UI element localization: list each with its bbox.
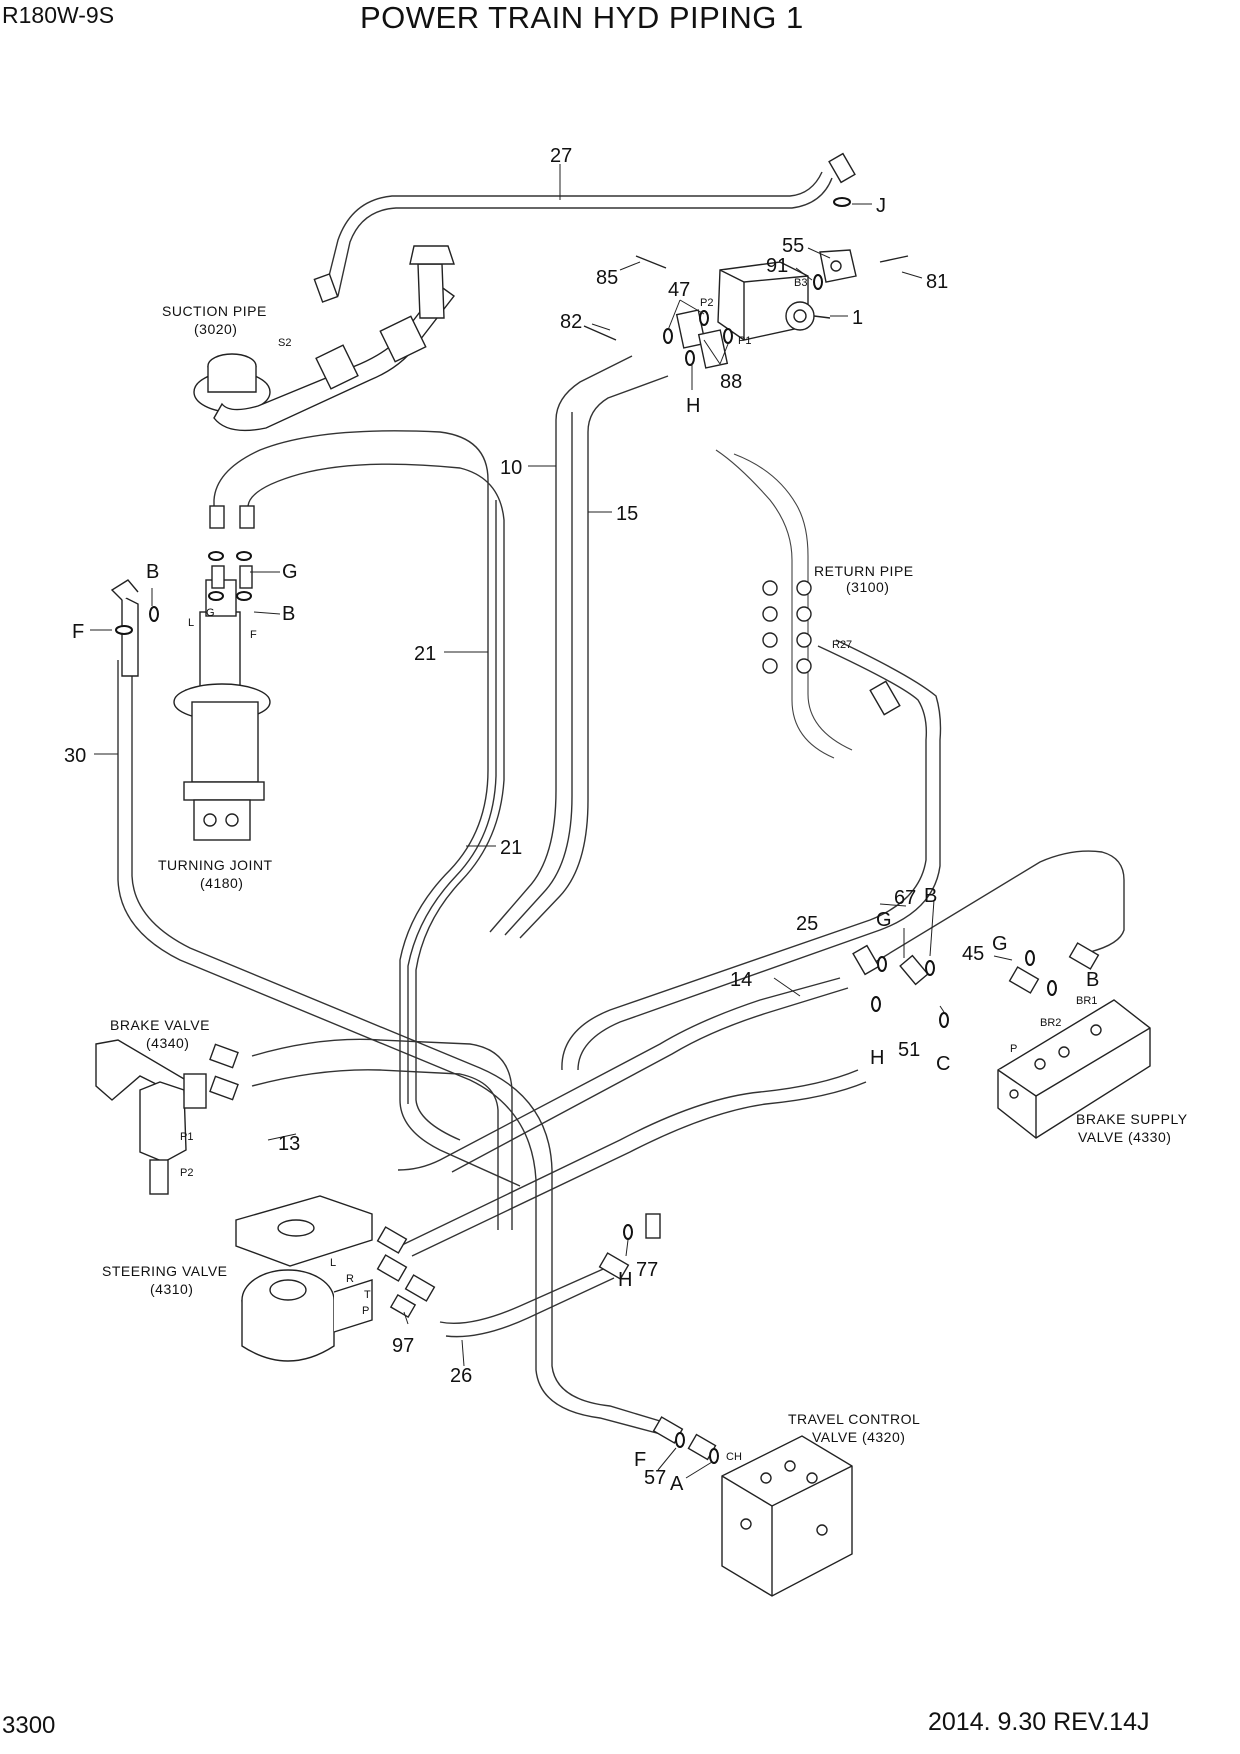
callout-21-upper: 21	[414, 643, 436, 665]
caption-brake-supply-valve-code: VALVE (4330)	[1078, 1129, 1171, 1145]
callout-f-low: F	[634, 1449, 646, 1471]
callout-c: C	[936, 1053, 950, 1075]
port-ch: CH	[726, 1451, 742, 1463]
callout-13: 13	[278, 1133, 300, 1155]
port-p2-bv: P2	[180, 1167, 193, 1179]
callout-55: 55	[782, 235, 804, 257]
callout-47: 47	[668, 279, 690, 301]
callout-27: 27	[550, 145, 572, 167]
callout-91: 91	[766, 255, 788, 277]
caption-travel-control-valve: TRAVEL CONTROL	[788, 1411, 920, 1427]
callout-g-mid: G	[876, 909, 892, 931]
callout-14: 14	[730, 969, 752, 991]
callout-g-bsv: G	[992, 933, 1008, 955]
port-r-sv: R	[346, 1273, 354, 1285]
pipe-network	[117, 171, 1125, 1437]
caption-return-pipe-code: (3100)	[846, 579, 889, 595]
callout-h-mid: H	[870, 1047, 884, 1069]
callout-21-lower: 21	[500, 837, 522, 859]
port-g-tj: G	[206, 607, 215, 619]
caption-brake-valve-code: (4340)	[146, 1035, 189, 1051]
port-p1-pump: P1	[738, 335, 751, 347]
callout-j: J	[876, 195, 886, 217]
caption-travel-control-valve-code: VALVE (4320)	[812, 1429, 905, 1445]
callout-b-bsv: B	[1086, 969, 1099, 991]
port-f-tj: F	[250, 629, 257, 641]
port-p-sv: P	[362, 1305, 369, 1317]
callout-f-tj: F	[72, 621, 84, 643]
port-l-tj: L	[188, 617, 194, 629]
caption-turning-joint: TURNING JOINT	[158, 857, 273, 873]
callout-b-tj-left: B	[146, 561, 159, 583]
caption-turning-joint-code: (4180)	[200, 875, 243, 891]
caption-brake-valve: BRAKE VALVE	[110, 1017, 210, 1033]
callout-10: 10	[500, 457, 522, 479]
callout-57: 57	[644, 1467, 666, 1489]
callout-51: 51	[898, 1039, 920, 1061]
callouts: 27 J 55 91 81 85 47 1 82 88 H 10 15 B G …	[64, 145, 1099, 1495]
callout-b-mid: B	[924, 885, 937, 907]
port-p-bsv: P	[1010, 1043, 1017, 1055]
callout-h-low: H	[618, 1269, 632, 1291]
callout-a: A	[670, 1473, 684, 1495]
model-number: R180W-9S	[2, 2, 115, 28]
hydraulic-pump	[583, 249, 909, 369]
brake-supply-valve	[997, 999, 1151, 1139]
port-p2-pump: P2	[700, 297, 713, 309]
callout-1: 1	[852, 307, 863, 329]
callout-85: 85	[596, 267, 618, 289]
callout-30: 30	[64, 745, 86, 767]
page-number: 3300	[2, 1712, 56, 1739]
callout-88: 88	[720, 371, 742, 393]
callout-67: 67	[894, 887, 916, 909]
callout-82: 82	[560, 311, 582, 333]
page-title: POWER TRAIN HYD PIPING 1	[360, 0, 804, 35]
port-labels: S2 P2 P1 B3 L G F R27 BR1 BR2 P P1 P2 L …	[180, 277, 1097, 1463]
caption-brake-supply-valve: BRAKE SUPPLY	[1076, 1111, 1188, 1127]
caption-suction-pipe: SUCTION PIPE	[162, 303, 267, 319]
callout-97: 97	[392, 1335, 414, 1357]
port-l-sv: L	[330, 1257, 336, 1269]
travel-control-valve	[721, 1435, 853, 1597]
caption-suction-pipe-code: (3020)	[194, 321, 237, 337]
callout-45: 45	[962, 943, 984, 965]
caption-steering-valve-code: (4310)	[150, 1281, 193, 1297]
revision-date: 2014. 9.30 REV.14J	[928, 1708, 1150, 1736]
component-captions: SUCTION PIPE (3020) RETURN PIPE (3100) T…	[102, 303, 1188, 1445]
leader-lines	[90, 164, 1013, 1479]
callout-81: 81	[926, 271, 948, 293]
callout-15: 15	[616, 503, 638, 525]
fittings	[209, 152, 1100, 1461]
port-br2: BR2	[1040, 1017, 1061, 1029]
caption-return-pipe: RETURN PIPE	[814, 563, 914, 579]
brake-valve	[95, 1039, 207, 1195]
callout-77: 77	[636, 1259, 658, 1281]
port-r27: R27	[832, 639, 852, 651]
callout-26: 26	[450, 1365, 472, 1387]
callout-h-pump: H	[686, 395, 700, 417]
suction-pipe	[193, 245, 455, 432]
callout-b-tj-right: B	[282, 603, 295, 625]
callout-g-tj: G	[282, 561, 298, 583]
callout-25: 25	[796, 913, 818, 935]
port-b3: B3	[794, 277, 807, 289]
caption-steering-valve: STEERING VALVE	[102, 1263, 228, 1279]
o-rings	[115, 197, 1057, 1464]
port-t-sv: T	[364, 1289, 371, 1301]
port-s2: S2	[278, 337, 291, 349]
port-br1: BR1	[1076, 995, 1097, 1007]
turning-joint	[110, 579, 271, 841]
port-p1-bv: P1	[180, 1131, 193, 1143]
steering-valve	[235, 1195, 373, 1362]
